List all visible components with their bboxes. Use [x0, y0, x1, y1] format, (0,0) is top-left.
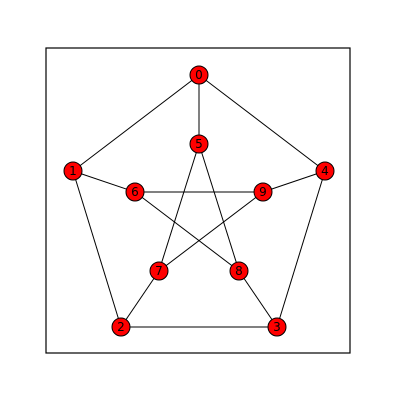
- node-circle-2: [111, 317, 131, 337]
- edges-layer: [72, 74, 326, 328]
- node-label-4: 4: [321, 164, 329, 178]
- edge-1-2: [72, 170, 122, 328]
- node-label-6: 6: [131, 185, 139, 199]
- node-1: 1: [63, 161, 83, 181]
- edge-6-8: [134, 191, 240, 272]
- node-2: 2: [111, 317, 131, 337]
- node-circle-6: [125, 182, 145, 202]
- node-9: 9: [253, 182, 273, 202]
- edge-8-5: [198, 143, 240, 272]
- edge-0-1: [72, 74, 200, 172]
- node-6: 6: [125, 182, 145, 202]
- node-circle-0: [189, 65, 209, 85]
- edge-3-4: [276, 170, 326, 328]
- node-4: 4: [315, 161, 335, 181]
- node-label-1: 1: [69, 164, 77, 178]
- node-label-5: 5: [195, 137, 203, 151]
- node-label-3: 3: [273, 320, 281, 334]
- node-5: 5: [189, 134, 209, 154]
- edge-3-8: [238, 270, 278, 328]
- node-7: 7: [149, 261, 169, 281]
- node-circle-4: [315, 161, 335, 181]
- node-circle-7: [149, 261, 169, 281]
- node-circle-8: [229, 261, 249, 281]
- node-label-8: 8: [235, 264, 243, 278]
- edge-2-7: [120, 270, 160, 328]
- edge-4-9: [262, 170, 326, 193]
- node-label-9: 9: [259, 185, 267, 199]
- edge-5-7: [158, 143, 200, 272]
- edge-1-6: [72, 170, 136, 193]
- node-circle-1: [63, 161, 83, 181]
- node-label-7: 7: [155, 264, 163, 278]
- node-circle-3: [267, 317, 287, 337]
- node-0: 0: [189, 65, 209, 85]
- node-label-2: 2: [117, 320, 125, 334]
- edge-7-9: [158, 191, 264, 272]
- node-label-0: 0: [195, 68, 203, 82]
- node-circle-5: [189, 134, 209, 154]
- edge-4-0: [198, 74, 326, 172]
- node-8: 8: [229, 261, 249, 281]
- node-circle-9: [253, 182, 273, 202]
- node-3: 3: [267, 317, 287, 337]
- plot-frame: [45, 47, 351, 354]
- nodes-layer: 0 1 2 3 4 5 6 7 8 9: [63, 65, 335, 337]
